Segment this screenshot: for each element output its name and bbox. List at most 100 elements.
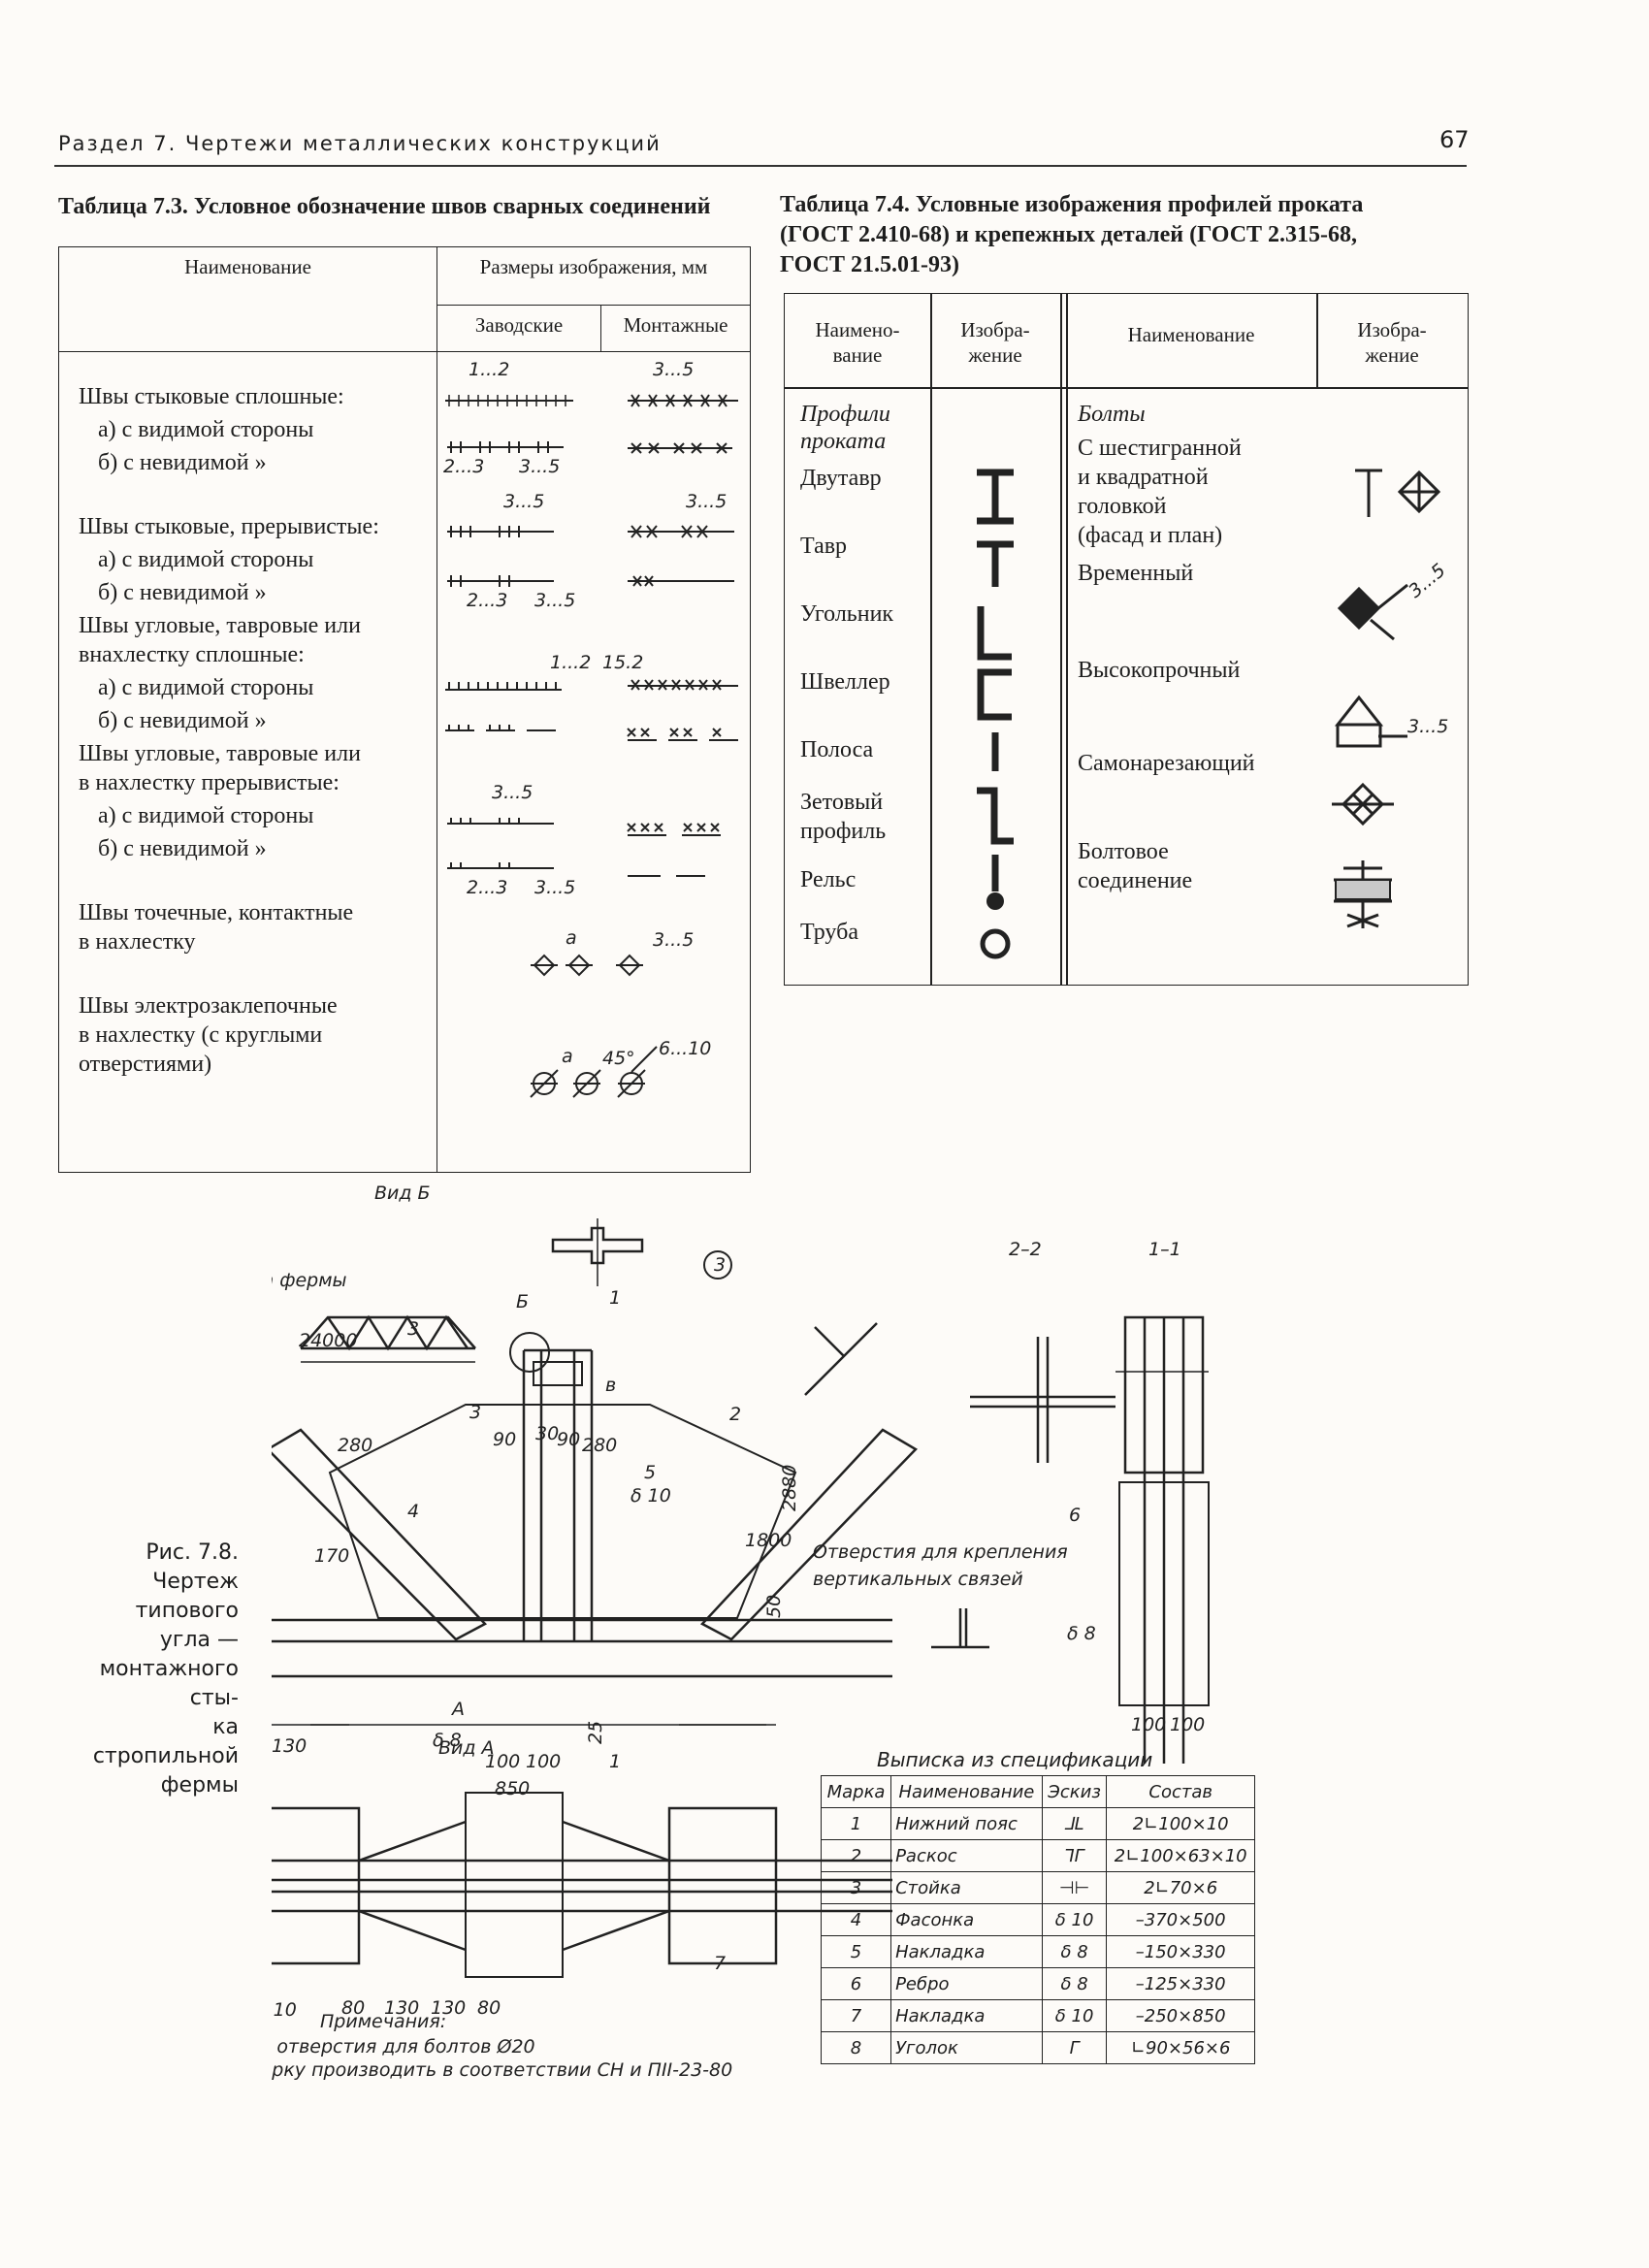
label-100-sec-a: 100 bbox=[1131, 1714, 1166, 1735]
weld-row-1-b: б) с невидимой » bbox=[98, 450, 267, 475]
section-1-1-upright bbox=[1123, 1315, 1205, 1764]
dim-3-5-c: 3...5 bbox=[503, 491, 544, 512]
brace-left bbox=[272, 1428, 488, 1641]
spec-cell: 8 bbox=[820, 2031, 892, 2064]
label-delta8-sec: δ 8 bbox=[1067, 1623, 1096, 1644]
plan-chord bbox=[272, 1859, 892, 1913]
profile-angle: Угольник bbox=[800, 601, 894, 627]
table74-h-img-2: жение bbox=[968, 343, 1022, 367]
label-280-left: 280 bbox=[338, 1435, 372, 1456]
label-30: 30 bbox=[535, 1423, 559, 1444]
label-2880: 2880 bbox=[779, 1465, 800, 1511]
truss-joint-drawing: Вид Б Схема фермы 24000 3 3 2–2 1–1 Б 1 … bbox=[272, 1183, 1210, 2081]
spec-cell: Стойка bbox=[890, 1871, 1043, 1904]
label-b: Б bbox=[516, 1291, 529, 1312]
label-holes-1: Отверстия для крепления bbox=[813, 1541, 1068, 1563]
section-2-2-shape bbox=[970, 1337, 1116, 1463]
profile-z: Зетовый bbox=[800, 790, 884, 815]
bolt-hex-plan-icon bbox=[1397, 470, 1441, 514]
dim-2-3-c: 2...3 bbox=[467, 877, 507, 898]
spec-cell: 2∟100×63×10 bbox=[1106, 1839, 1255, 1872]
table73-col-name: Наименование bbox=[58, 246, 437, 352]
spec-h-name: Наименование bbox=[890, 1775, 1043, 1808]
spec-title: Выписка из спецификации bbox=[877, 1748, 1153, 1771]
table73: Наименование Размеры изображения, мм Зав… bbox=[58, 246, 751, 1173]
dim-6-10: 6...10 bbox=[659, 1038, 711, 1059]
view-b-section bbox=[551, 1226, 644, 1265]
figure-caption-2: типового угла — bbox=[135, 1599, 239, 1652]
figure-caption-4: ка стропильной bbox=[92, 1715, 239, 1768]
weld-row-1-title: Швы стыковые сплошные: bbox=[79, 384, 344, 409]
selftapping-bolt-icon bbox=[1332, 782, 1394, 826]
label-170: 170 bbox=[314, 1545, 349, 1567]
spec-cell: 6 bbox=[820, 1967, 892, 2000]
highstrength-bolt-icon bbox=[1334, 695, 1407, 748]
table74-caption-3: ГОСТ 21.5.01-93) bbox=[780, 252, 959, 277]
bottom-chord bbox=[272, 1618, 892, 1678]
dim-15-2: 15.2 bbox=[602, 652, 643, 673]
label-130: 130 bbox=[272, 1735, 307, 1757]
dim-a: a bbox=[566, 927, 577, 949]
label-80-plan-2: 80 bbox=[477, 1997, 501, 2019]
label-1-top: 1 bbox=[609, 1287, 621, 1309]
brace-right bbox=[699, 1428, 919, 1641]
label-delta10-plan: δ 10 bbox=[272, 1999, 297, 2021]
label-b-lower: в bbox=[605, 1375, 616, 1396]
label-1800: 1800 bbox=[745, 1530, 792, 1551]
spec-h-sketch: Эскиз bbox=[1041, 1775, 1108, 1808]
table74-caption-2: (ГОСТ 2.410-68) и крепежных деталей (ГОС… bbox=[780, 222, 1358, 247]
table73-col-site: Монтажные bbox=[600, 305, 751, 352]
rail-head-icon bbox=[986, 892, 1004, 910]
label-100-sec-b: 100 bbox=[1170, 1714, 1205, 1735]
weld-row-4-a: а) с видимой стороны bbox=[98, 803, 314, 828]
spec-cell: 2 bbox=[820, 1839, 892, 1872]
label-sec-2-2: 2–2 bbox=[1009, 1239, 1042, 1260]
spec-cell: –250×850 bbox=[1106, 1999, 1255, 2032]
table74-h-img-right-2: жение bbox=[1365, 343, 1419, 367]
profile-tee: Тавр bbox=[800, 534, 848, 559]
table74-h-img-right: Изобра- жение bbox=[1316, 309, 1468, 368]
section-header: Раздел 7. Чертежи металлических конструк… bbox=[58, 132, 662, 155]
label-25: 25 bbox=[585, 1721, 606, 1744]
spec-cell: 2∟100×10 bbox=[1106, 1807, 1255, 1840]
label-node-3: 3 bbox=[407, 1318, 419, 1340]
weld-row-2-title: Швы стыковые, прерывистые: bbox=[79, 514, 379, 539]
table74-divider-3 bbox=[1066, 294, 1068, 985]
label-50: 50 bbox=[763, 1595, 785, 1618]
weld-row-4-b: б) с невидимой » bbox=[98, 836, 267, 861]
ibeam-icon bbox=[977, 469, 1014, 525]
table74-h-name: Наимено- вание bbox=[785, 309, 930, 368]
note-2: 2. Сварку производить в соответствии СН … bbox=[272, 2059, 732, 2081]
spec-cell: Уголок bbox=[890, 2031, 1043, 2064]
angle-icon bbox=[977, 606, 1012, 661]
spec-cell: 4 bbox=[820, 1903, 892, 1936]
truss-schema-shape bbox=[300, 1314, 476, 1351]
dim-3-5-b: 3...5 bbox=[519, 456, 560, 477]
label-vid-b: Вид Б bbox=[374, 1183, 431, 1204]
label-node-circle-3: 3 bbox=[714, 1254, 726, 1276]
spec-h-mark: Марка bbox=[820, 1775, 892, 1808]
dim-45deg: 45° bbox=[602, 1048, 635, 1069]
note-1: 1. Все отверстия для болтов Ø20 bbox=[272, 2036, 535, 2057]
spec-cell: Г bbox=[1041, 2031, 1108, 2064]
bolt-joint: Болтовое соединение bbox=[1078, 837, 1192, 895]
spec-cell: 7 bbox=[820, 1999, 892, 2032]
bolt-joint-1: Болтовое bbox=[1078, 839, 1169, 864]
dim-2-3-b: 2...3 bbox=[467, 590, 507, 611]
table74-caption-1: Таблица 7.4. Условные изображения профил… bbox=[780, 192, 1364, 217]
profile-rail: Рельс bbox=[800, 867, 857, 892]
dim-3-5-g: 3...5 bbox=[534, 877, 575, 898]
weld-row-2-b: б) с невидимой » bbox=[98, 580, 267, 605]
label-80-plan: 80 bbox=[341, 1997, 365, 2019]
spec-cell: 5 bbox=[820, 1935, 892, 1968]
figure-caption: Рис. 7.8. Чертеж типового угла — монтажн… bbox=[83, 1539, 239, 1800]
weld-row-3-title-2: внахлестку сплошные: bbox=[79, 642, 305, 667]
pipe-icon bbox=[980, 928, 1011, 959]
spec-cell: ⊣⊢ bbox=[1041, 1871, 1108, 1904]
profile-symbols bbox=[977, 469, 1014, 959]
